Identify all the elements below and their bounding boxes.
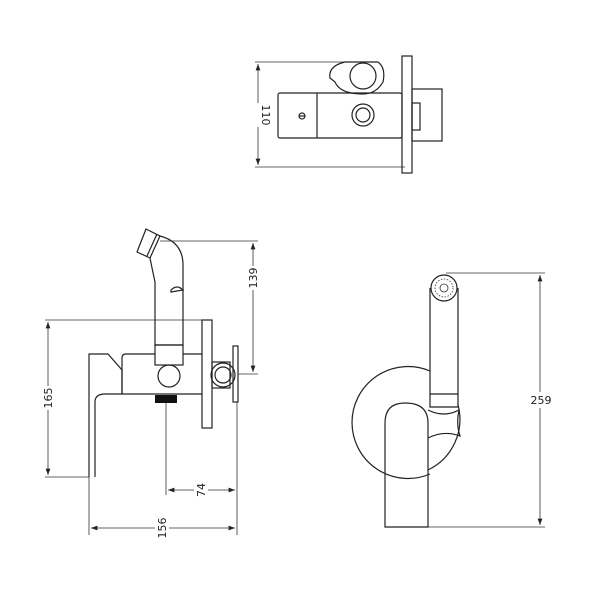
top-view: 110: [250, 55, 443, 174]
dimension-label-156: 156: [156, 518, 169, 539]
dimension-label-139: 139: [247, 268, 260, 289]
hand-shower-tube: [429, 288, 459, 408]
side-view: 165 139 74 156: [41, 228, 260, 540]
shower-holder: [329, 61, 385, 95]
shower-holder: [427, 408, 461, 439]
wall-rosette: [351, 365, 461, 480]
valve-body: [277, 92, 403, 139]
dimension-label-74: 74: [195, 483, 208, 497]
trigger-button: [170, 286, 185, 293]
wall-plate: [401, 55, 413, 174]
valve-knob: [210, 362, 236, 388]
dimension-label-110: 110: [259, 105, 272, 126]
holder-ring: [157, 364, 181, 388]
mixer-lever: [384, 402, 429, 528]
front-view: 259: [351, 272, 554, 528]
valve-cartridge-box: [411, 88, 443, 142]
outlet-nut: [351, 103, 375, 127]
dimension-label-259: 259: [531, 394, 552, 407]
outlet-nut-black: [155, 395, 177, 403]
holder-collar: [154, 344, 184, 366]
mixer-body: [88, 353, 123, 477]
shower-head-icon: [430, 274, 458, 302]
dimension-label-165: 165: [42, 388, 55, 409]
